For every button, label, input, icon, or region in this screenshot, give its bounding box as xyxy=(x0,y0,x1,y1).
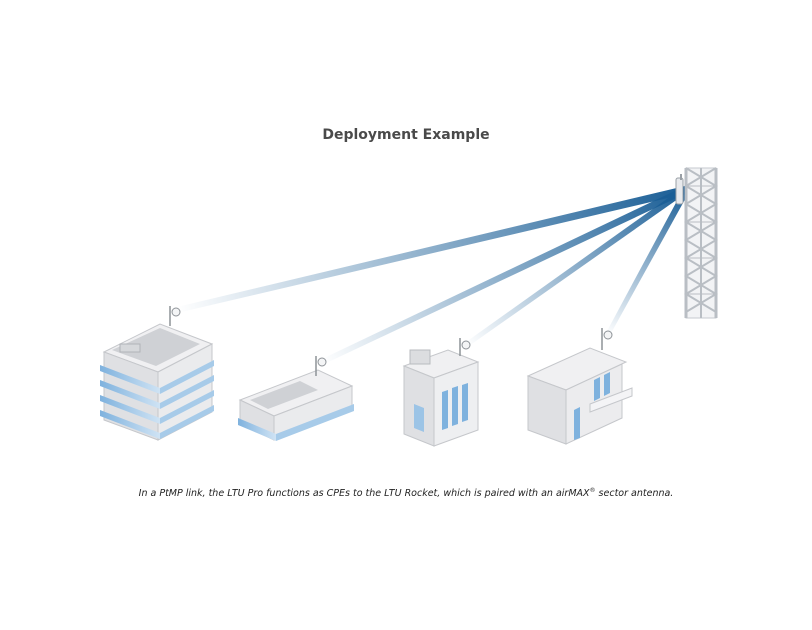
caption-text-end: sector antenna. xyxy=(595,488,674,500)
registered-mark: ® xyxy=(589,487,596,494)
cpe-antenna-icon-1 xyxy=(169,306,181,326)
cpe-antenna-icon-2 xyxy=(315,356,327,376)
cpe-antenna-icon-3 xyxy=(459,338,471,356)
link-beam-4 xyxy=(606,186,688,335)
diagram-title: Deployment Example xyxy=(322,127,490,143)
building-low-rise xyxy=(238,369,354,441)
diagram-caption: In a PtMP link, the LTU Pro functions as… xyxy=(0,487,812,499)
link-beam-2 xyxy=(322,186,685,365)
sector-antenna-icon xyxy=(675,174,684,205)
building-office-block xyxy=(402,349,480,447)
link-beam-1 xyxy=(177,186,685,313)
link-beam-3 xyxy=(466,186,685,348)
building-office-tower xyxy=(100,323,214,441)
caption-text: In a PtMP link, the LTU Pro functions as… xyxy=(138,488,590,500)
wireless-links xyxy=(177,186,688,365)
building-house xyxy=(526,347,633,445)
cpe-antenna-icon-4 xyxy=(601,328,613,350)
lattice-tower xyxy=(684,167,718,319)
